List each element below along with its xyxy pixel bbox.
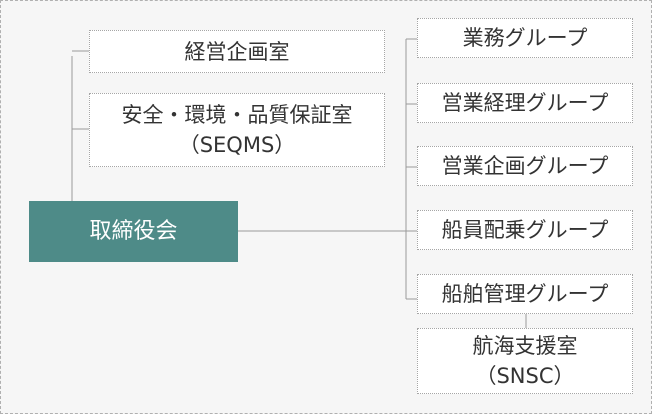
unit-keiei-kikaku-label: 経営企画室 bbox=[184, 39, 290, 64]
board-of-directors: 取締役会 bbox=[29, 201, 238, 262]
unit-seqms: 安全・環境・品質保証室 （SEQMS） bbox=[89, 93, 385, 167]
group-gyomu: 業務グループ bbox=[417, 18, 633, 58]
group-eigyo-keiri-label: 営業経理グループ bbox=[441, 91, 609, 115]
unit-snsc: 航海支援室 （SNSC） bbox=[417, 328, 633, 394]
board-label: 取締役会 bbox=[89, 218, 178, 244]
unit-seqms-abbr: （SEQMS） bbox=[178, 133, 296, 157]
unit-snsc-label: 航海支援室 bbox=[472, 334, 578, 358]
group-eigyo-keiri: 営業経理グループ bbox=[417, 83, 633, 123]
group-senin-haijo-label: 船員配乗グループ bbox=[441, 218, 609, 242]
group-eigyo-kikaku: 営業企画グループ bbox=[417, 146, 633, 186]
group-senin-haijo: 船員配乗グループ bbox=[417, 210, 633, 250]
unit-keiei-kikaku: 経営企画室 bbox=[89, 30, 385, 73]
unit-seqms-label: 安全・環境・品質保証室 bbox=[121, 103, 353, 127]
group-eigyo-kikaku-label: 営業企画グループ bbox=[441, 154, 609, 178]
unit-snsc-abbr: （SNSC） bbox=[475, 364, 575, 388]
group-senpaku-kanri-label: 船舶管理グループ bbox=[441, 282, 609, 306]
group-senpaku-kanri: 船舶管理グループ bbox=[417, 274, 633, 314]
group-gyomu-label: 業務グループ bbox=[462, 26, 588, 50]
